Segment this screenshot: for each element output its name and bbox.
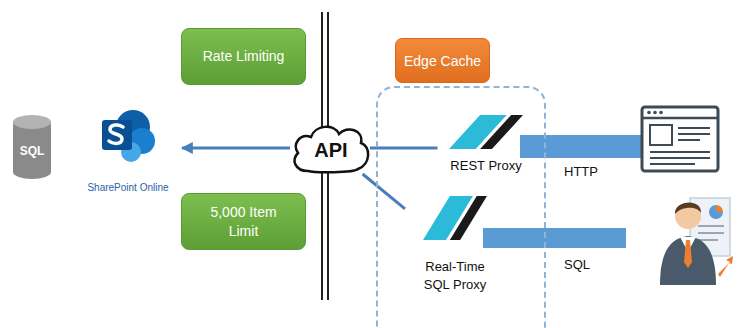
connector bbox=[370, 147, 438, 150]
cyl-node: SQL bbox=[12, 114, 52, 180]
link-label: SQL bbox=[562, 257, 592, 272]
sharepoint-logo bbox=[100, 108, 156, 164]
green-node: 5,000 Item Limit bbox=[181, 193, 306, 250]
cloud-node: API bbox=[290, 122, 372, 174]
limit-label: Rate Limiting bbox=[203, 47, 285, 65]
connector bbox=[182, 147, 290, 150]
green-node: Rate Limiting bbox=[181, 28, 306, 85]
person-icon bbox=[660, 198, 733, 285]
api-label: API bbox=[314, 139, 347, 162]
proxy-label: Real-Time SQL Proxy bbox=[414, 258, 496, 293]
browser-icon bbox=[642, 107, 718, 171]
proxy-logo bbox=[423, 196, 487, 240]
proxy-label: REST Proxy bbox=[444, 157, 529, 175]
sql-bar bbox=[483, 228, 626, 248]
connector bbox=[363, 174, 405, 209]
db-label: SQL bbox=[20, 144, 45, 158]
limit-label: 5,000 Item Limit bbox=[198, 203, 290, 239]
proxy-node: REST Proxy bbox=[438, 115, 535, 181]
link-label: HTTP bbox=[562, 164, 600, 179]
proxy-logo bbox=[449, 115, 523, 149]
sp-node: SharePoint Online bbox=[74, 108, 182, 200]
product-name: SharePoint Online bbox=[87, 182, 168, 193]
region-node: REST ProxyReal-Time SQL ProxyEdge Cache bbox=[376, 86, 546, 328]
http-bar bbox=[520, 135, 645, 158]
proxy-node: Real-Time SQL Proxy bbox=[405, 196, 505, 304]
region-heading: Edge Cache bbox=[395, 38, 490, 83]
